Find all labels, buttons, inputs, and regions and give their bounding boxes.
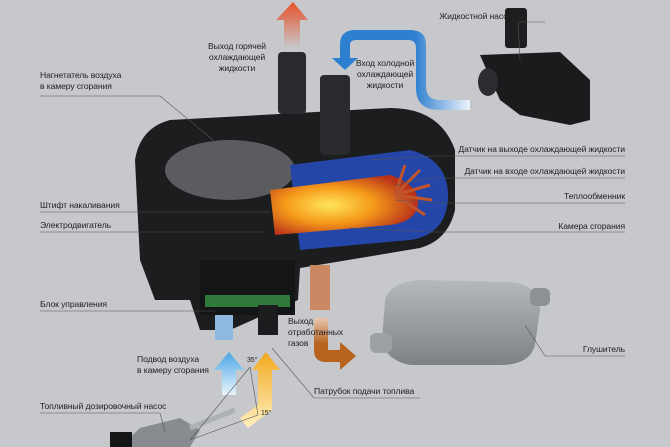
hot-water-pipe (278, 52, 306, 114)
air-arrow (214, 352, 244, 395)
fuel-intake-pipe (258, 305, 278, 335)
combustion-chamber (270, 175, 419, 235)
fuel-arrow (240, 352, 280, 428)
label-sensor-in: Датчик на входе охлаждающей жидкости (464, 166, 625, 176)
cold-water-pipe (320, 75, 350, 155)
label-line: Подвод воздуха (137, 354, 200, 364)
label-angle-35: 35° (247, 357, 258, 364)
label-line: Выход горячей (208, 41, 266, 51)
label-muffler: Глушитель (582, 344, 625, 354)
label-cold-coolant-in: Вход холодной охлаждающей жидкости (345, 58, 425, 91)
label-line: жидкости (218, 63, 256, 73)
heat-exchanger-fins (393, 164, 433, 217)
label-motor: Электродвигатель (40, 220, 111, 230)
label-combustion-chamber: Камера сгорания (558, 221, 625, 231)
label-hot-coolant-out: Выход горячей охлаждающей жидкости (195, 41, 279, 74)
label-fuel-pipe: Патрубок подачи топлива (314, 386, 415, 396)
label-line: охлаждающей (356, 69, 414, 79)
hot-water-arrow (276, 2, 308, 48)
water-pump (478, 8, 590, 125)
label-line: отработанных (288, 327, 343, 337)
label-blower: Нагнетатель воздуха в камеру сгорания (40, 70, 121, 92)
exhaust-pipe (310, 265, 330, 310)
air-intake-pipe (215, 315, 233, 340)
label-heat-exchanger: Теплообменник (563, 191, 625, 201)
exhaust-arrow (314, 318, 356, 370)
label-line: Вход холодной (355, 58, 415, 68)
label-line: в камеру сгорания (40, 81, 112, 91)
label-line: Нагнетатель воздуха (40, 70, 122, 80)
label-line: в камеру сгорания (137, 365, 209, 375)
label-dosing-pump: Топливный дозировочный насос (40, 401, 167, 411)
fuel-dosing-pump (110, 407, 236, 447)
label-control-unit: Блок управления (40, 299, 107, 309)
label-exhaust: Выход отработанных газов (288, 316, 343, 349)
leader-lines (40, 21, 625, 441)
label-sensor-out: Датчик на выходе охлаждающей жидкости (458, 144, 625, 154)
blower-fan (165, 140, 295, 200)
label-line: охлаждающей (208, 52, 266, 62)
muffler (370, 280, 550, 365)
label-glow-pin: Штифт накаливания (40, 200, 120, 210)
label-line: жидкости (366, 80, 404, 90)
label-water-pump: Жидкостной насос (439, 11, 512, 21)
label-line: газов (288, 338, 309, 348)
label-line: Выход (288, 316, 314, 326)
cold-water-arrow (332, 30, 470, 110)
label-angle-15: 15° (261, 410, 272, 417)
label-air-in: Подвод воздуха в камеру сгорания (137, 354, 209, 376)
